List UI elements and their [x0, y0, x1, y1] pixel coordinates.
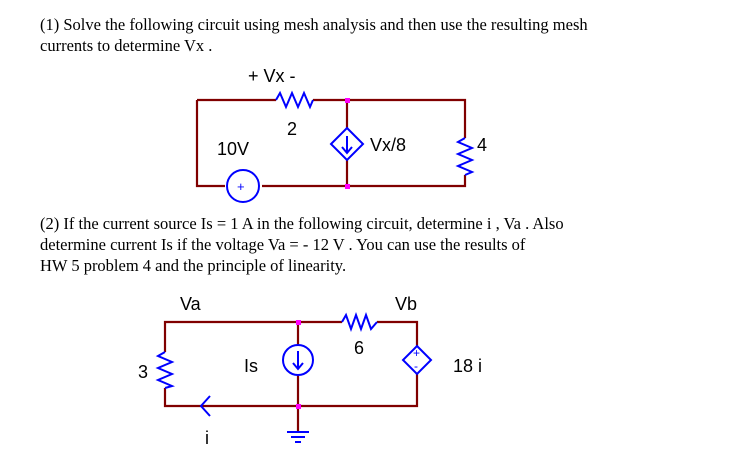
node-dot	[345, 98, 350, 103]
plus-sign: +	[413, 346, 420, 360]
node-dot	[345, 184, 350, 189]
problem-2-line-2: determine current Is if the voltage Va =…	[40, 235, 526, 254]
vx-polarity-label: + Vx -	[248, 66, 296, 86]
problem-2-line-3: HW 5 problem 4 and the principle of line…	[40, 256, 347, 275]
branch-current-label: i	[205, 428, 209, 448]
resistor-6-label: 6	[354, 338, 364, 358]
wire	[163, 374, 419, 408]
circuit-1	[195, 98, 467, 188]
dependent-source-label: Vx/8	[370, 135, 406, 155]
current-source-symbol	[282, 344, 314, 376]
resistor-2-symbol	[275, 90, 314, 110]
resistor-3-symbol	[155, 351, 175, 389]
voltage-source-symbol	[226, 169, 260, 203]
dependent-source-label: 18 i	[453, 356, 482, 376]
problem-1-line-2: currents to determine Vx .	[40, 36, 213, 55]
wire	[377, 320, 419, 346]
source-plus-sign: +	[237, 179, 245, 194]
current-source-label: Is	[244, 356, 258, 376]
resistor-2-label: 2	[287, 119, 297, 139]
node-va-label: Va	[180, 294, 202, 314]
wire	[262, 175, 467, 188]
wire	[313, 98, 467, 138]
arrow-down-icon	[341, 146, 353, 155]
node-vb-label: Vb	[395, 294, 417, 314]
problem-1-statement: (1) Solve the following circuit using me…	[40, 14, 740, 56]
node-dot	[296, 404, 301, 409]
arrow-down-icon	[292, 362, 304, 371]
node-dot	[296, 320, 301, 325]
minus-sign: -	[414, 359, 418, 373]
problem-1-line-1: (1) Solve the following circuit using me…	[40, 15, 588, 34]
resistor-4-label: 4	[477, 135, 487, 155]
wire	[195, 100, 225, 188]
dependent-voltage-source-symbol	[401, 344, 433, 376]
resistor-6-symbol	[341, 312, 378, 332]
dependent-current-source-symbol	[329, 126, 365, 162]
problem-2-line-1: (2) If the current source Is = 1 A in th…	[40, 214, 564, 233]
voltage-source-label: 10V	[217, 139, 249, 159]
resistor-3-label: 3	[138, 362, 148, 382]
resistor-4-symbol	[455, 137, 475, 176]
problem-2-statement: (2) If the current source Is = 1 A in th…	[40, 213, 740, 276]
current-arrow-icon	[199, 395, 211, 417]
wire	[163, 320, 342, 352]
circuit-2	[163, 320, 419, 432]
